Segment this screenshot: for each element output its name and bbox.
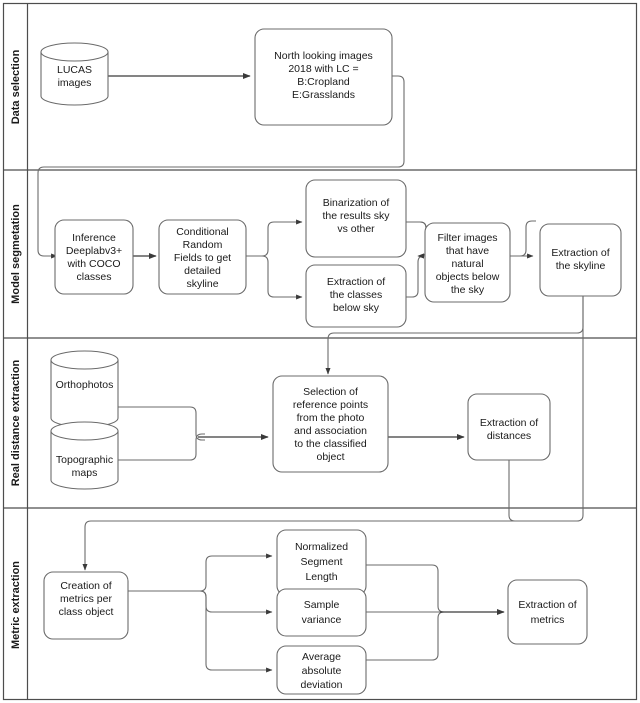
node-selection-reference-points: Selection of reference points from the p… — [272, 375, 389, 473]
node-label-line: from the photo — [297, 412, 365, 424]
node-label-line: Sample — [304, 599, 340, 611]
edge-topographic-to-merge — [118, 433, 205, 461]
node-sample-variance: Sample variance — [276, 588, 367, 637]
node-label-line: E:Grasslands — [292, 89, 355, 101]
node-inference-deeplab: Inference Deeplabv3+ with COCO classes — [54, 219, 134, 295]
edge-average-to-merge — [366, 611, 448, 661]
node-label-line: variance — [302, 614, 342, 626]
node-label-line: Fields to get — [174, 252, 231, 264]
node-label-line: maps — [72, 467, 98, 479]
lane-label-text: Model segmetation — [10, 204, 22, 304]
lane-label-real-distance-extraction: Real distance extraction — [10, 359, 22, 486]
node-label-line: metrics per — [60, 593, 112, 605]
node-label-line: Conditional — [176, 226, 229, 238]
edge-crf-to-binarization — [246, 219, 303, 257]
node-label-line: metrics — [531, 614, 565, 626]
node-lucas-images: LUCAS images — [40, 42, 109, 106]
node-label-line: skyline — [186, 278, 218, 290]
node-label-line: detailed — [184, 265, 221, 277]
node-label-line: Topographic — [56, 454, 113, 466]
node-label-line: Segment — [300, 556, 342, 568]
node-label-line: with COCO — [66, 258, 120, 270]
edge-filter-to-skyline-aux — [510, 220, 536, 257]
edge-creation-to-normalized-segment-length — [128, 553, 273, 592]
node-label-line: to the classified — [294, 438, 367, 450]
node-label-line: Extraction of — [327, 276, 385, 288]
node-label-line: LUCAS — [57, 64, 92, 76]
node-creation-metrics: Creation of metrics per class object — [43, 571, 129, 640]
node-label-line: Binarization of — [323, 197, 390, 209]
node-label-line: that have — [446, 245, 489, 257]
node-extraction-skyline: Extraction of the skyline — [539, 223, 622, 297]
node-label-line: reference points — [293, 399, 368, 411]
node-conditional-random-fields: Conditional Random Fields to get detaile… — [158, 219, 247, 295]
node-label-line: objects below — [436, 271, 500, 283]
node-label-line: vs other — [337, 223, 375, 235]
node-label-line: the results sky — [322, 210, 390, 222]
node-label-line: and association — [294, 425, 367, 437]
lane-label-model-segmetation: Model segmetation — [10, 204, 22, 304]
lane-label-text: Real distance extraction — [10, 359, 22, 486]
node-label-line: object — [316, 451, 344, 463]
node-extraction-metrics: Extraction of metrics — [507, 579, 588, 645]
node-label-line: the sky — [451, 284, 485, 296]
node-label-line: natural — [451, 258, 483, 270]
node-label-line: Deeplabv3+ — [66, 245, 122, 257]
node-label-line: Extraction of — [551, 247, 609, 259]
node-filter-images: Filter images that have natural objects … — [424, 222, 511, 303]
lane-label-text: Metric extraction — [10, 561, 22, 649]
lane-label-text: Data selection — [10, 49, 22, 124]
node-label-line: the classes — [330, 289, 383, 301]
node-normalized-segment-length: Normalized Segment Length — [276, 529, 367, 596]
node-label-line: Average — [302, 651, 341, 663]
node-orthophotos: Orthophotos — [50, 350, 119, 428]
node-label-line: class object — [59, 606, 114, 618]
edge-orthophotos-to-merge — [118, 406, 205, 441]
edge-normalized-to-merge — [366, 564, 448, 613]
node-label-line: Normalized — [295, 541, 348, 553]
lane-label-data-selection: Data selection — [10, 49, 22, 124]
node-label-line: Creation of — [60, 580, 111, 592]
node-label-line: North looking images — [274, 50, 373, 62]
node-label-line: below sky — [333, 302, 380, 314]
node-label-line: Filter images — [437, 232, 497, 244]
node-label-line: Selection of — [303, 386, 358, 398]
node-label-line: deviation — [300, 679, 342, 691]
node-label-line: 2018 with LC = — [288, 63, 358, 75]
node-average-absolute-deviation: Average absolute deviation — [276, 645, 367, 695]
node-label-line: Extraction of — [480, 417, 538, 429]
edge-binarization-to-filter — [406, 221, 427, 259]
node-label-line: the skyline — [556, 260, 606, 272]
node-extraction-distances: Extraction of distances — [467, 393, 551, 461]
node-label-line: distances — [487, 430, 531, 442]
node-label-line: absolute — [302, 665, 342, 677]
lane-label-metric-extraction: Metric extraction — [10, 561, 22, 649]
node-topographic-maps: Topographic maps — [50, 421, 119, 490]
edge-creation-to-average-absolute-deviation — [128, 590, 273, 673]
node-extraction-classes-below-sky: Extraction of the classes below sky — [305, 264, 407, 328]
node-label-line: classes — [76, 271, 111, 283]
edge-skyline-to-creation-metrics — [82, 296, 584, 571]
node-label-line: Inference — [72, 232, 116, 244]
node-label-line: Random — [183, 239, 223, 251]
node-label-line: Orthophotos — [56, 379, 114, 391]
node-binarization-results: Binarization of the results sky vs other — [305, 179, 407, 258]
edge-extraction-distances-to-creation-metrics — [508, 460, 577, 522]
edge-creation-to-sample-variance — [128, 590, 273, 615]
edge-crf-to-extraction-classes — [246, 255, 303, 300]
node-label-line: images — [58, 77, 92, 89]
node-north-looking-images: North looking images 2018 with LC = B:Cr… — [254, 28, 393, 126]
edge-north-looking-to-inference — [37, 75, 405, 259]
node-label-line: Extraction of — [518, 599, 576, 611]
edge-extraction-classes-to-filter — [406, 253, 425, 298]
node-label-line: Length — [305, 571, 337, 583]
node-label-line: B:Cropland — [297, 76, 350, 88]
